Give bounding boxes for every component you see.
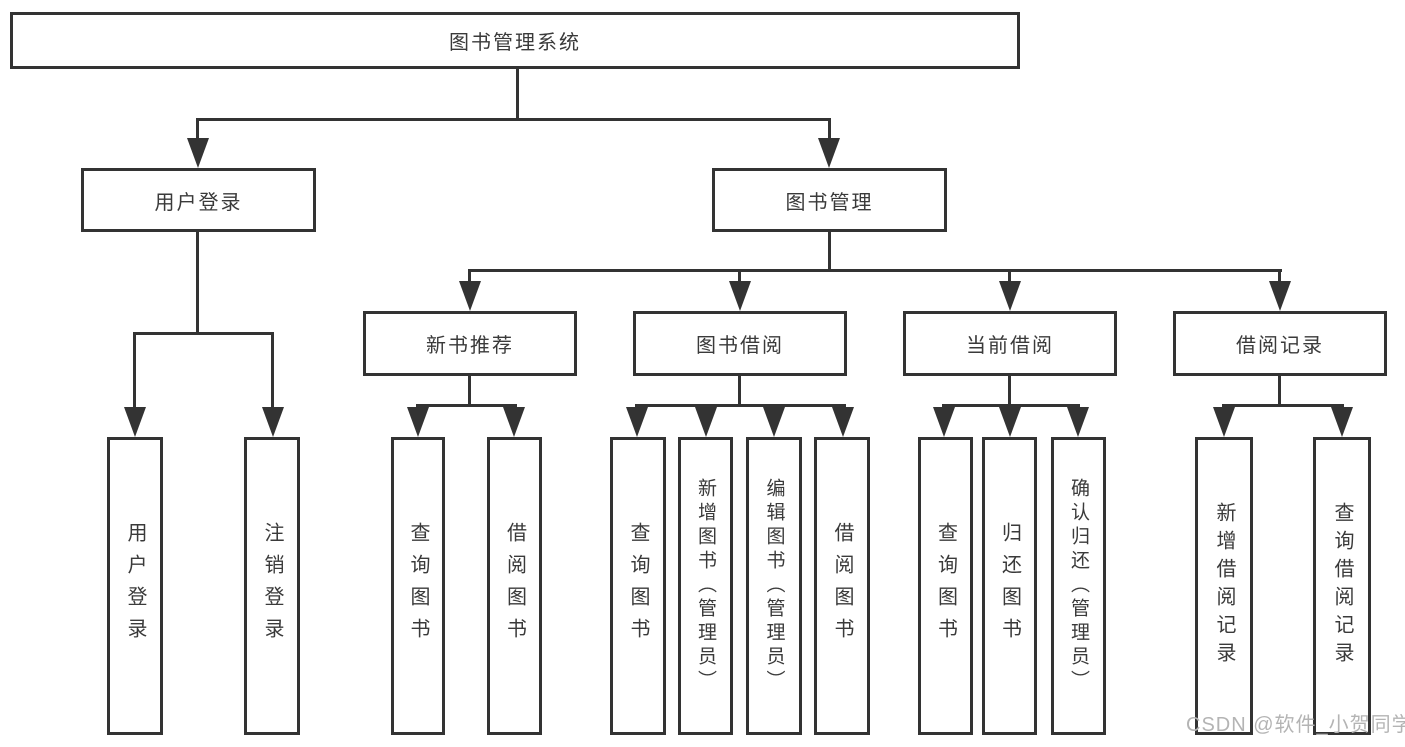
node-leaf-user-login: 用户登录 [107, 437, 163, 735]
node-label: 查询图书 [407, 522, 429, 650]
arrow-down-icon [933, 407, 955, 437]
node-label: 借阅记录 [1236, 335, 1324, 357]
node-book-borrowing: 图书借阅 [633, 311, 847, 376]
node-new-book-recommend: 新书推荐 [363, 311, 577, 376]
arrow-down-icon [626, 407, 648, 437]
connector-line [468, 269, 1282, 272]
arrow-down-icon [407, 407, 429, 437]
arrow-down-icon [1067, 407, 1089, 437]
node-leaf-query-borrow-record: 查询借阅记录 [1313, 437, 1371, 735]
node-label: 用户登录 [154, 191, 243, 214]
node-current-borrowing: 当前借阅 [903, 311, 1117, 376]
node-leaf-return-books: 归还图书 [982, 437, 1037, 735]
connector-line [942, 404, 1080, 407]
connector-line [133, 332, 274, 335]
arrow-down-icon [124, 407, 146, 437]
connector-line [468, 269, 471, 283]
arrow-down-icon [262, 407, 284, 437]
node-label: 借阅图书 [831, 522, 853, 650]
connector-line [196, 118, 199, 141]
node-label: 确认归还（管理员） [1068, 478, 1089, 694]
node-label: 新增借阅记录 [1213, 502, 1235, 670]
connector-line [1008, 269, 1011, 283]
node-borrowing-records: 借阅记录 [1173, 311, 1387, 376]
connector-line [468, 376, 471, 407]
arrow-down-icon [1331, 407, 1353, 437]
arrow-down-icon [503, 407, 525, 437]
node-leaf-query-books-2: 查询图书 [610, 437, 666, 735]
node-library-management-system: 图书管理系统 [10, 12, 1020, 69]
connector-line [1222, 404, 1344, 407]
arrow-down-icon [832, 407, 854, 437]
connector-line [635, 404, 846, 407]
node-label: 查询图书 [627, 522, 649, 650]
arrow-down-icon [695, 407, 717, 437]
connector-line [516, 68, 519, 121]
arrow-down-icon [763, 407, 785, 437]
connector-line [828, 232, 831, 272]
arrow-down-icon [818, 138, 840, 168]
connector-line [1278, 376, 1281, 407]
node-label: 查询借阅记录 [1331, 502, 1353, 670]
node-label: 归还图书 [998, 522, 1021, 650]
arrow-down-icon [187, 138, 209, 168]
node-label: 新书推荐 [426, 335, 514, 357]
node-label: 用户登录 [124, 522, 146, 650]
node-leaf-edit-books-admin: 编辑图书（管理员） [746, 437, 802, 735]
node-user-login: 用户登录 [81, 168, 316, 232]
node-label: 注销登录 [261, 522, 283, 650]
node-leaf-add-borrow-record: 新增借阅记录 [1195, 437, 1253, 735]
node-label: 图书管理系统 [449, 32, 581, 54]
connector-line [196, 118, 831, 121]
connector-line [271, 332, 274, 408]
node-label: 借阅图书 [503, 522, 526, 650]
arrow-down-icon [1213, 407, 1235, 437]
watermark-text: CSDN @软件_小贺同学 [1186, 714, 1405, 736]
node-book-management: 图书管理 [712, 168, 947, 232]
arrow-down-icon [999, 407, 1021, 437]
node-leaf-borrow-books-2: 借阅图书 [814, 437, 870, 735]
node-leaf-add-books-admin: 新增图书（管理员） [678, 437, 733, 735]
node-label: 编辑图书（管理员） [763, 478, 785, 694]
connector-line [738, 269, 741, 283]
connector-line [1278, 269, 1281, 283]
arrow-down-icon [459, 281, 481, 311]
arrow-down-icon [1269, 281, 1291, 311]
connector-line [133, 332, 136, 408]
node-leaf-query-books-3: 查询图书 [918, 437, 973, 735]
connector-line [738, 376, 741, 407]
node-label: 查询图书 [934, 522, 957, 650]
connector-line [828, 118, 831, 141]
node-label: 当前借阅 [966, 335, 1054, 357]
arrow-down-icon [999, 281, 1021, 311]
node-leaf-borrow-books-1: 借阅图书 [487, 437, 542, 735]
connector-line [1008, 376, 1011, 407]
node-leaf-confirm-return-admin: 确认归还（管理员） [1051, 437, 1106, 735]
arrow-down-icon [729, 281, 751, 311]
connector-line [196, 232, 199, 335]
node-label: 新增图书（管理员） [695, 478, 716, 694]
node-leaf-logout: 注销登录 [244, 437, 300, 735]
connector-line [416, 404, 517, 407]
node-label: 图书借阅 [696, 335, 784, 357]
node-leaf-query-books-1: 查询图书 [391, 437, 445, 735]
node-label: 图书管理 [785, 191, 874, 214]
